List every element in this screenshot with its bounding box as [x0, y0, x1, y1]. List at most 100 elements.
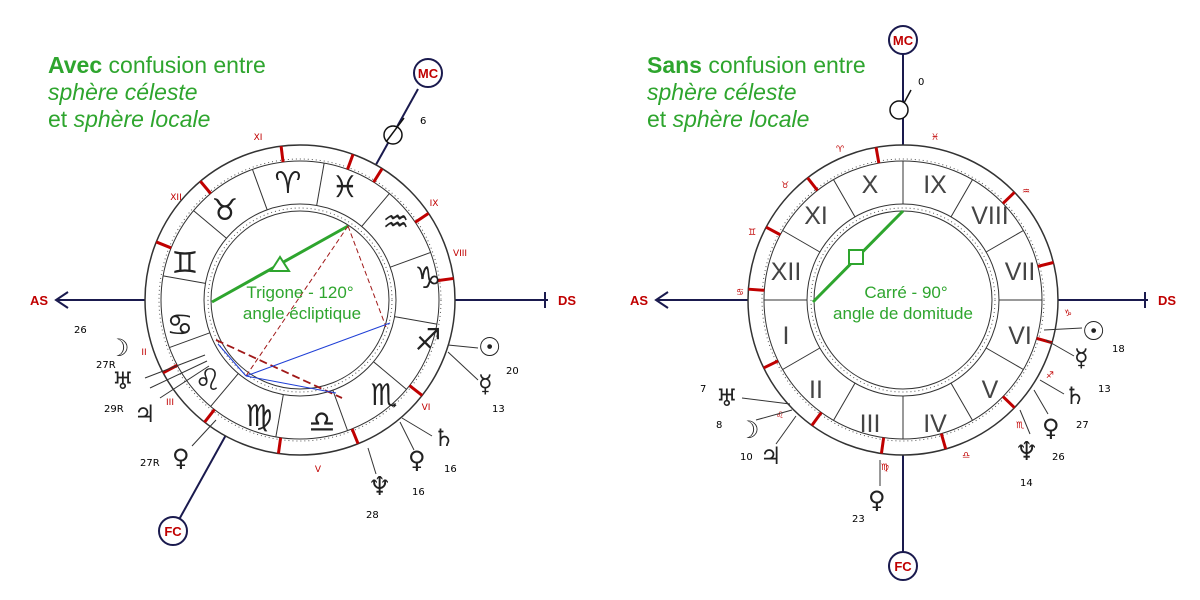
left-sign-pisces: ♓: [332, 170, 359, 205]
right-fc-label: FC: [894, 559, 912, 574]
right-mars-arrow: [903, 89, 912, 104]
right-cusp-tick-6: [879, 437, 886, 454]
right-mc-circle: [888, 25, 918, 55]
right-saturn-deg: 27: [1076, 420, 1089, 431]
left-leader-7: [401, 417, 433, 437]
right-house-iv: IV: [923, 410, 947, 438]
right-house-v: V: [982, 376, 999, 404]
right-sun-deg: 18: [1112, 344, 1125, 355]
right-fc-circle: [888, 551, 918, 581]
right-house-divider-11: [985, 347, 1024, 370]
left-heading-bold: Avec: [48, 52, 103, 78]
left-sign-divider-6: [169, 332, 210, 349]
left-heading-line3-pre: et: [48, 106, 74, 132]
left-fc-label: FC: [164, 524, 182, 539]
left-sign-divider-4: [193, 210, 227, 239]
left-pluto-icon: ♀: [172, 444, 190, 472]
left-sign-divider-1: [361, 193, 390, 227]
right-house-vi: VI: [1008, 322, 1032, 350]
right-house-i: I: [783, 322, 790, 350]
left-inner-degree-ring: [207, 207, 393, 393]
right-cusp-tick-11: [1001, 191, 1016, 205]
left-neptune-deg: 28: [366, 510, 379, 521]
right-sign-sagittarius: ♐: [1046, 371, 1054, 381]
left-cusp-tick-4: [203, 408, 216, 424]
right-moon-deg: 8: [716, 420, 722, 431]
left-house-iii: III: [166, 398, 174, 408]
left-jupiter-icon: ♃: [134, 400, 156, 428]
right-mars-deg: 0: [918, 77, 924, 88]
right-heading-line3-pre: et: [647, 106, 673, 132]
left-mc-circle: [413, 58, 443, 88]
left-sign-divider-7: [210, 373, 239, 407]
left-caption-line2: angle écliptique: [243, 304, 361, 323]
right-ds-label: DS: [1158, 293, 1176, 308]
right-leader-4: [1033, 389, 1049, 415]
left-uranus-deg: 27R: [96, 360, 116, 371]
right-sign-cancer: ♋: [736, 288, 744, 298]
left-leader-4: [191, 419, 217, 447]
right-house-divider-4: [833, 179, 856, 218]
right-jupiter-deg: 10: [740, 452, 753, 463]
right-heading-bold: Sans: [647, 52, 702, 78]
left-jupiter-deg: 29R: [104, 404, 124, 415]
right-cusp-tick-8: [1001, 395, 1016, 409]
left-house-viii: VIII: [453, 249, 467, 259]
left-leader-8: [399, 421, 415, 451]
left-house-ix: IX: [430, 199, 439, 209]
right-square-symbol: [848, 249, 864, 265]
left-sign-aquarius: ♒: [383, 205, 410, 240]
left-sign-aries: ♈: [275, 166, 302, 201]
left-saturn-icon: ♄: [433, 424, 455, 452]
right-cusp-tick-10: [1037, 261, 1054, 268]
left-fc-circle: [158, 516, 188, 546]
right-house-divider-1: [985, 230, 1024, 253]
left-leader-5: [447, 344, 479, 349]
left-venus-deg: 16: [412, 487, 425, 498]
left-moon-deg: 26: [74, 325, 87, 336]
left-sign-divider-5: [163, 275, 206, 284]
right-mc-label: MC: [893, 33, 914, 48]
right-caption-line1: Carré - 90°: [864, 283, 947, 302]
left-leader-6: [447, 351, 479, 381]
right-cusp-tick-4: [763, 359, 779, 370]
right-sign-capricorn: ♑: [1064, 309, 1072, 319]
left-dashed-line-2: [245, 225, 349, 377]
left-cusp-tick-11: [346, 153, 355, 170]
right-mars-icon: [889, 100, 909, 120]
left-pluto-deg: 27R: [140, 458, 160, 469]
left-house-xii: XII: [170, 193, 181, 203]
right-venus-icon: ♀: [1042, 414, 1060, 442]
right-sign-libra: ♎: [962, 451, 970, 461]
left-as-label: AS: [30, 293, 48, 308]
left-cusp-tick-5: [276, 437, 283, 454]
left-sign-divider-2: [316, 163, 325, 206]
right-house-divider-10: [950, 382, 973, 421]
left-sign-capricorn: ♑: [415, 261, 442, 296]
right-cusp-tick-1: [806, 176, 819, 192]
right-moon-icon: ☽: [738, 416, 760, 444]
right-leader-9: [775, 415, 797, 445]
right-heading-line3-it: sphère locale: [672, 106, 810, 132]
left-venus-icon: ♀: [408, 446, 426, 474]
left-cusp-tick-7: [408, 384, 424, 397]
left-leader-9: [367, 447, 377, 475]
left-sign-gemini: ♊: [172, 246, 199, 281]
left-saturn-deg: 16: [444, 464, 457, 475]
right-uranus-icon: ♅: [716, 384, 738, 412]
left-heading: Avec confusion entre sphère céleste et s…: [48, 52, 266, 133]
left-sign-divider-9: [332, 390, 349, 431]
right-as-arrow: [654, 291, 669, 309]
right-cusp-tick-3: [748, 287, 765, 292]
left-house-xi: XI: [254, 133, 263, 143]
right-sign-aries: ♈: [836, 145, 845, 155]
left-house-ii: II: [141, 348, 146, 358]
right-house-ii: II: [809, 376, 823, 404]
right-cusp-tick-0: [874, 147, 881, 164]
left-leader-3: [159, 365, 210, 399]
left-sign-divider-8: [275, 394, 284, 437]
right-heading: Sans confusion entre sphère céleste et s…: [647, 52, 866, 133]
right-house-iii: III: [860, 410, 881, 438]
right-leader-1: [1043, 327, 1083, 331]
left-ds-label: DS: [558, 293, 576, 308]
